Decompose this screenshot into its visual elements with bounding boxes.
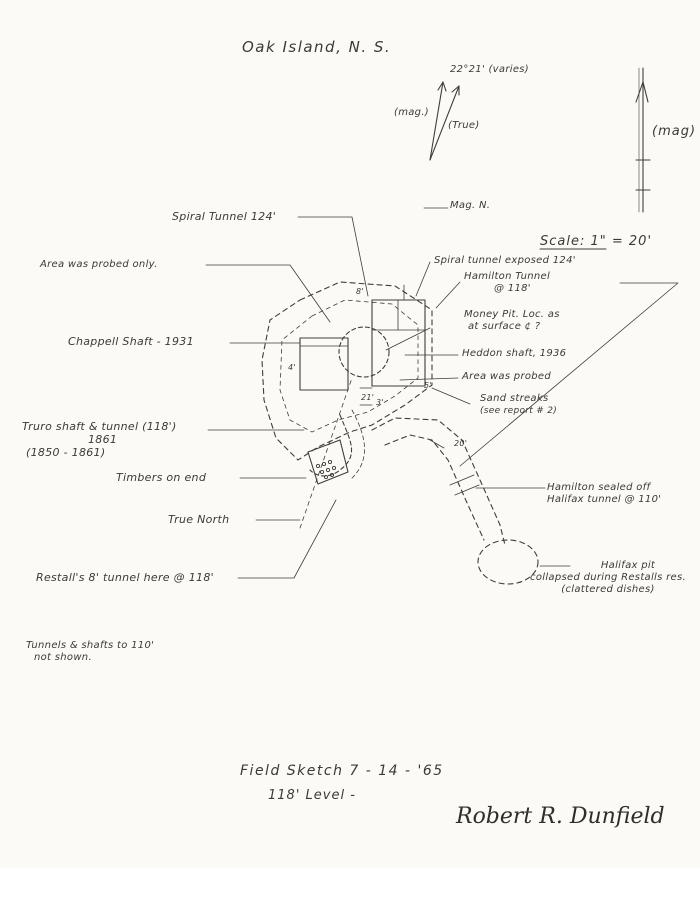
label-sand-streaks: Sand streaks (see report # 2) bbox=[480, 393, 620, 417]
label-money-pit: Money Pit. Loc. as at surface ¢ ? bbox=[464, 309, 614, 333]
sand-line-2: (see report # 2) bbox=[480, 406, 558, 416]
page-bottom-margin bbox=[0, 868, 700, 922]
dim-21: 21' bbox=[361, 393, 375, 402]
mag-north-label: Mag. N. bbox=[450, 200, 491, 211]
mag-north-bar bbox=[635, 67, 651, 213]
chappell-shaft bbox=[299, 337, 349, 391]
money-pit-circle bbox=[338, 326, 390, 378]
sand-line-1: Sand streaks bbox=[480, 393, 549, 404]
halifax-tunnel-side bbox=[384, 434, 485, 541]
compass-true-label: (True) bbox=[448, 120, 480, 131]
compass-declination: 22°21' (varies) bbox=[450, 64, 529, 75]
dim-4: 4' bbox=[288, 363, 296, 372]
mag-bar-label: (mag) bbox=[652, 124, 697, 139]
truro-line-1: Truro shaft & tunnel (118') bbox=[22, 420, 177, 433]
halifax-tunnel bbox=[371, 417, 506, 546]
hamilton-sealed-line-2: Halifax tunnel @ 110' bbox=[547, 494, 662, 505]
money-pit-line-1: Money Pit. Loc. as bbox=[464, 309, 560, 320]
label-halifax-pit: Halifax pit collapsed during Restalls re… bbox=[520, 560, 696, 596]
label-chappell-shaft: Chappell Shaft - 1931 bbox=[68, 335, 194, 348]
hamilton-line-1: Hamilton Tunnel bbox=[464, 271, 551, 282]
label-hamilton-sealed: Hamilton sealed off Halifax tunnel @ 110… bbox=[547, 482, 697, 506]
footer-level: 118' Level - bbox=[268, 788, 356, 803]
halifax-line-1: Halifax pit bbox=[600, 560, 656, 571]
leader-lines bbox=[205, 216, 679, 579]
compass-mag-arrow bbox=[429, 81, 444, 161]
sketch-title: Oak Island, N. S. bbox=[242, 38, 392, 56]
probed-area-outline bbox=[261, 281, 433, 461]
inner-dashed-outline bbox=[279, 299, 419, 433]
label-area-probed-only: Area was probed only. bbox=[40, 259, 158, 270]
label-area-probed: Area was probed bbox=[462, 371, 552, 382]
dim-5: 5' bbox=[424, 381, 432, 390]
true-north-line bbox=[299, 377, 353, 529]
hamilton-sealed-line-1: Hamilton sealed off bbox=[547, 482, 651, 493]
label-true-north: True North bbox=[168, 513, 230, 526]
label-restall-tunnel: Restall's 8' tunnel here @ 118' bbox=[36, 571, 214, 584]
truro-line-3: (1850 - 1861) bbox=[26, 446, 106, 459]
label-heddon-shaft: Heddon shaft, 1936 bbox=[462, 348, 567, 359]
compass-true-arrowhead bbox=[451, 85, 460, 96]
tunnels-line-2: not shown. bbox=[34, 652, 92, 663]
compass-mag-arrowhead bbox=[437, 81, 447, 92]
spiral-tunnel-inner bbox=[349, 409, 365, 481]
footer-field-sketch: Field Sketch 7 - 14 - '65 bbox=[240, 763, 444, 779]
compass-true-arrow bbox=[429, 85, 460, 161]
halifax-line-3: (clattered dishes) bbox=[561, 584, 655, 595]
dim-20: 20' bbox=[454, 439, 468, 448]
compass-rose bbox=[429, 81, 460, 161]
dim-8: 8' bbox=[356, 287, 364, 296]
tunnels-line-1: Tunnels & shafts to 110' bbox=[26, 640, 155, 651]
label-hamilton-tunnel: Hamilton Tunnel @ 118' bbox=[464, 271, 604, 295]
halifax-pit bbox=[477, 539, 539, 585]
truro-line-2: 1861 bbox=[88, 433, 118, 446]
hamilton-line-2: @ 118' bbox=[494, 283, 531, 294]
label-timbers: Timbers on end bbox=[116, 471, 207, 484]
heddon-shaft bbox=[371, 299, 426, 387]
money-pit-line-2: at surface ¢ ? bbox=[468, 321, 541, 332]
dim-3: 3' bbox=[376, 398, 384, 407]
signature: Robert R. Dunfield bbox=[456, 804, 665, 829]
label-truro-shaft: Truro shaft & tunnel (118') 1861 (1850 -… bbox=[22, 420, 212, 459]
label-spiral-exposed: Spiral tunnel exposed 124' bbox=[434, 255, 576, 266]
compass-mag-label: (mag.) bbox=[394, 107, 429, 118]
label-tunnels-note: Tunnels & shafts to 110' not shown. bbox=[26, 640, 206, 664]
halifax-line-2: collapsed during Restalls res. bbox=[530, 572, 686, 583]
timber-dots bbox=[315, 459, 337, 480]
scale-label: Scale: 1" = 20' bbox=[540, 234, 653, 249]
label-spiral-tunnel-124: Spiral Tunnel 124' bbox=[172, 210, 277, 223]
dimension-marks bbox=[359, 387, 445, 449]
